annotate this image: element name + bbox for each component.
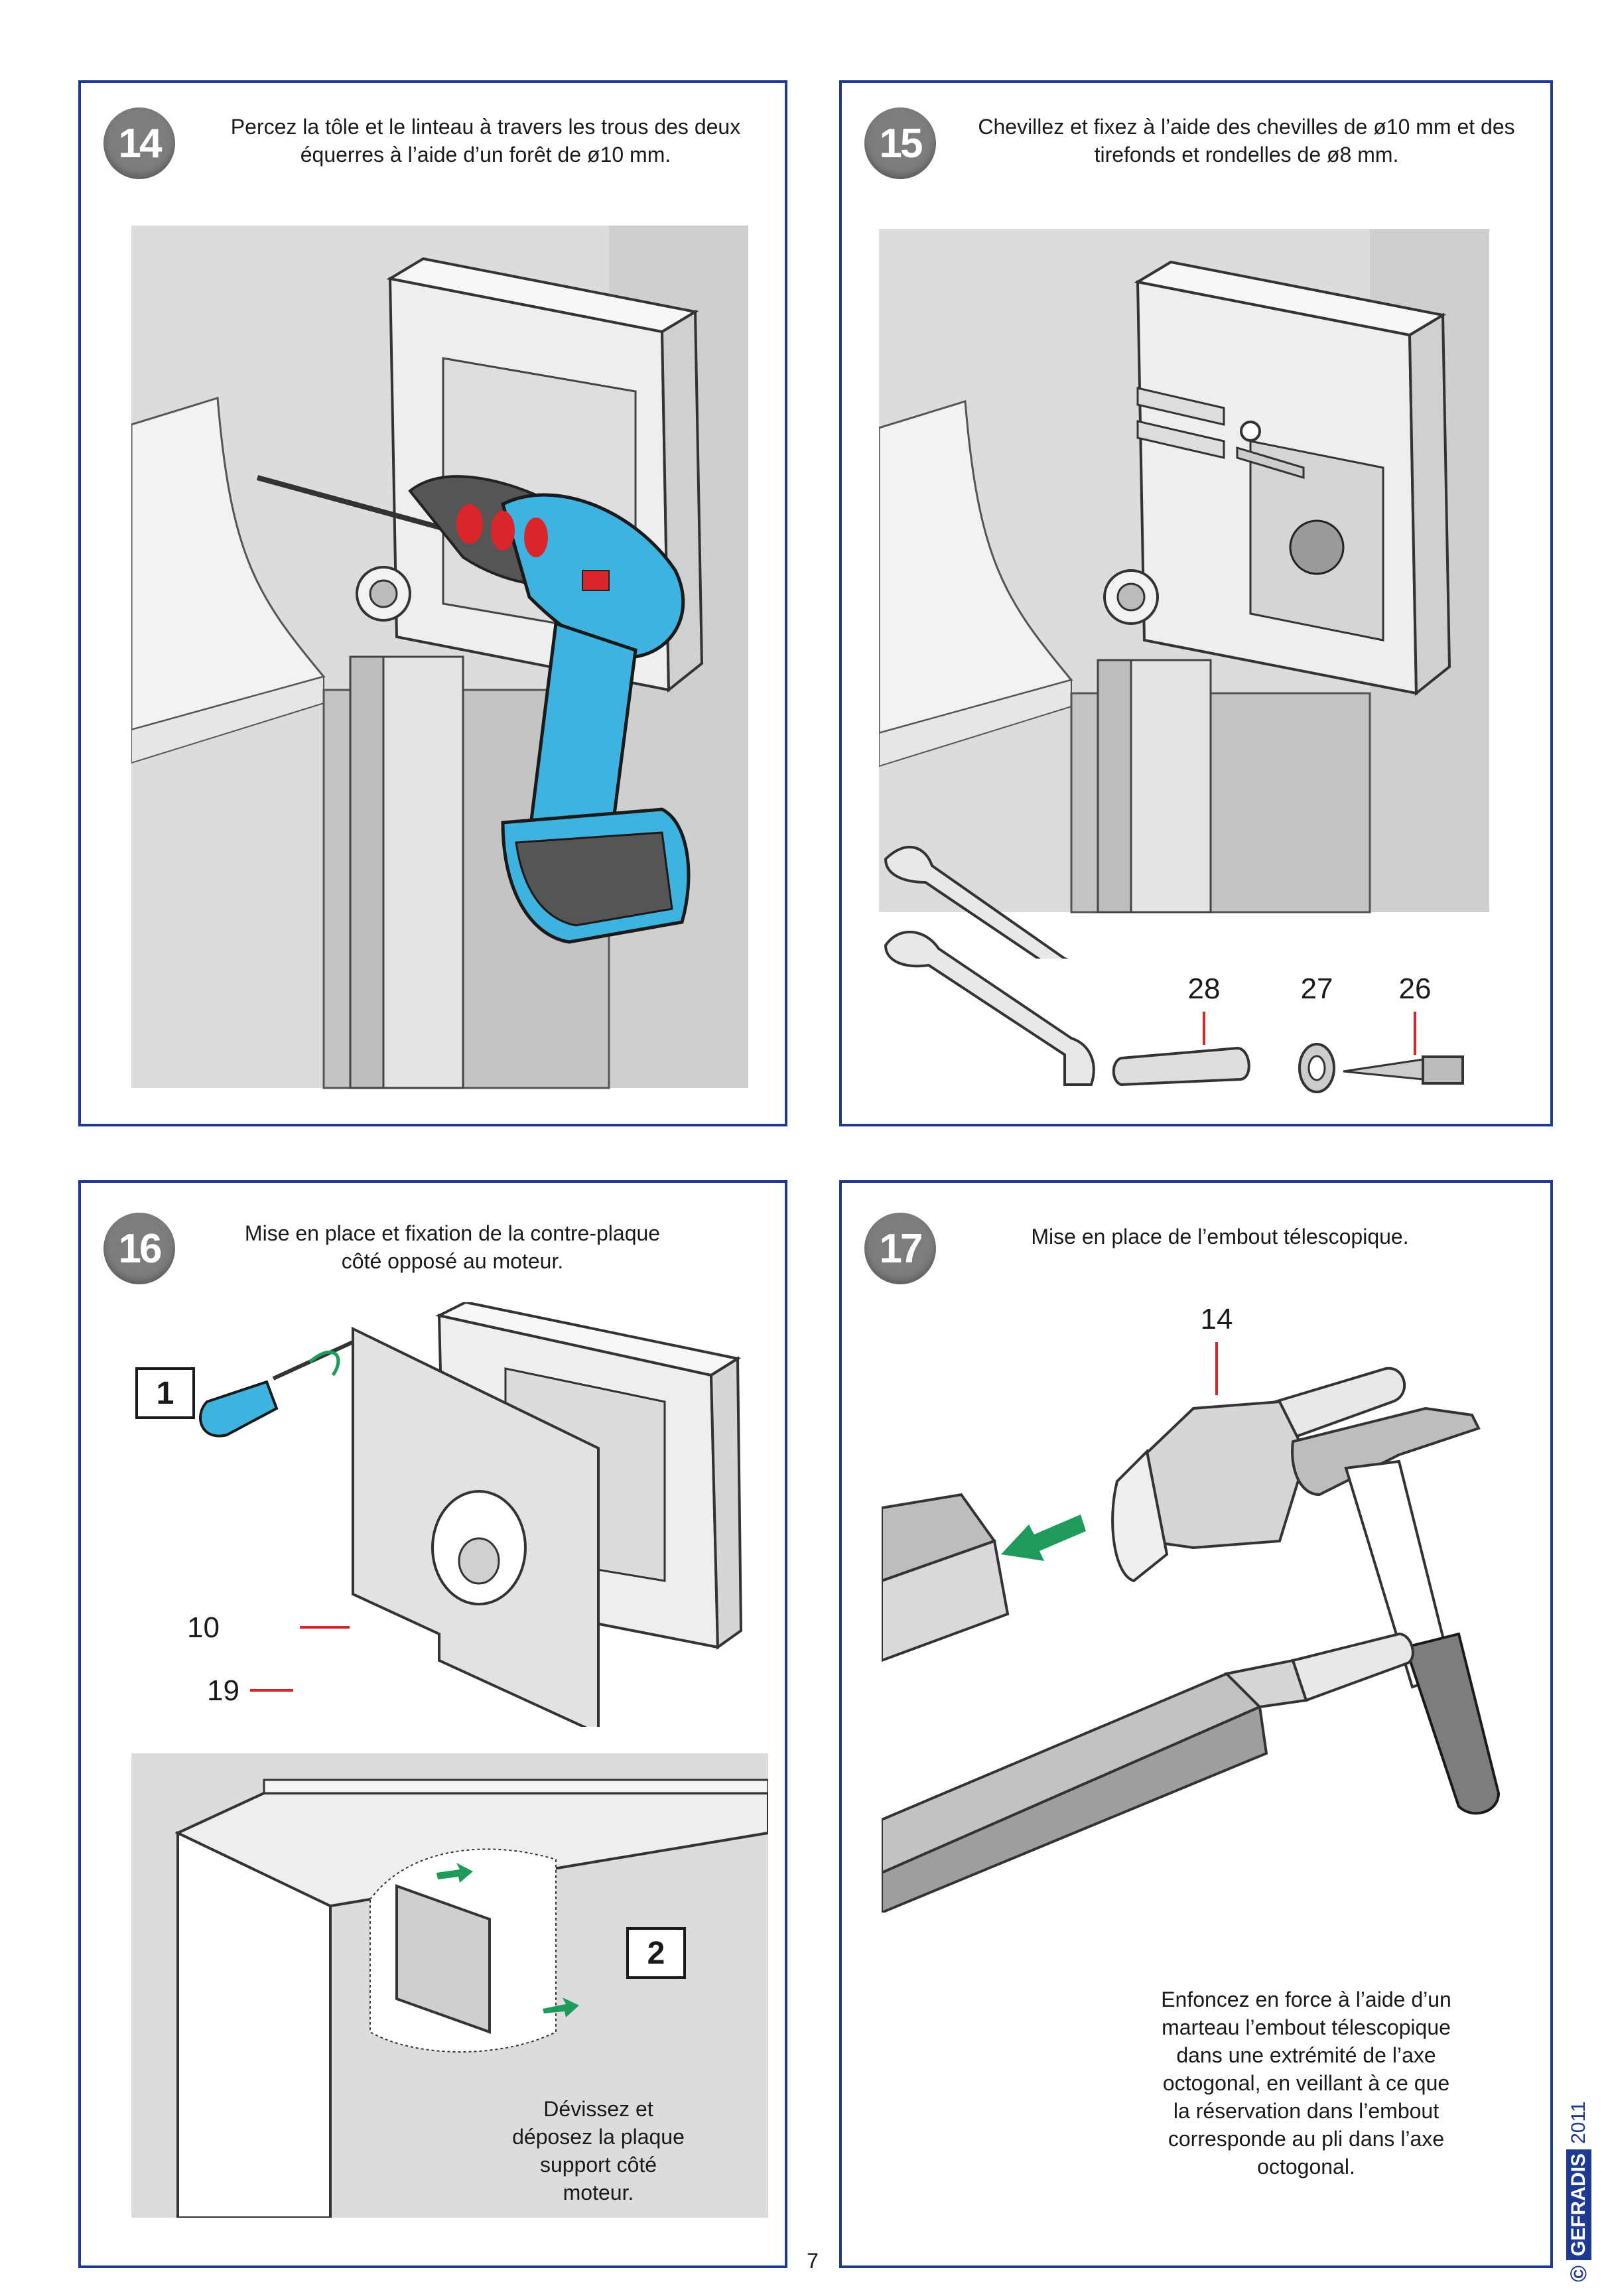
screw-ref-label: 19 (207, 1674, 239, 1707)
step-15-panel: 15 Chevillez et fixez à l’aide des chevi… (839, 80, 1553, 1126)
step-14-panel: 14 Percez la tôle et le linteau à traver… (78, 80, 787, 1126)
step-number-badge: 16 (103, 1213, 175, 1284)
step-caption: Mise en place de l’embout télescopique. (1031, 1225, 1409, 1249)
step-number-badge: 17 (864, 1213, 936, 1284)
counter-plate-illustration: 10 19 (187, 1302, 743, 1727)
support-plate-removal-illustration (131, 1753, 768, 2218)
step-caption: Percez la tôle et le linteau à travers l… (230, 115, 741, 167)
substep-2-label: 2 (626, 1927, 686, 1979)
dowel-icon (1112, 1012, 1250, 1087)
endcap-ref-label: 14 (1201, 1303, 1233, 1335)
step-caption: Mise en place et fixation de la contre-p… (244, 1221, 661, 1273)
support-plate (395, 1884, 491, 2034)
wrench-icon (884, 846, 1069, 959)
step-number-badge: 14 (103, 107, 175, 179)
wrench-icon (884, 930, 1095, 1086)
brand-mark: © GEFRADIS 2011 (1562, 1513, 1602, 2282)
telescopic-endcap-illustration: 14 (882, 1303, 1501, 1913)
washer-icon (1298, 1043, 1335, 1093)
step-17-note: Enfoncez en force à l’aide d’un marteau … (1161, 1988, 1451, 2179)
drilling-illustration (131, 226, 748, 1089)
drill-icon (408, 475, 691, 944)
brand-name: GEFRADIS (1566, 2149, 1591, 2260)
hammer-icon (1291, 1406, 1501, 1815)
substep-1-label: 1 (135, 1367, 195, 1419)
step-16-panel: 16 Mise en place et fixation de la contr… (78, 1180, 787, 2268)
copyright-mark: © (1566, 2265, 1591, 2282)
plate-ref-label: 10 (187, 1611, 220, 1644)
lag-screw-icon (1343, 1012, 1464, 1085)
page-number: 7 (807, 2249, 819, 2273)
dowel-ref-label: 28 (1188, 973, 1221, 1005)
substep-2-note: Dévissez et déposez la plaque support cô… (512, 2097, 685, 2204)
screwdriver-icon (199, 1340, 354, 1438)
brand-year: 2011 (1568, 2101, 1589, 2144)
step-17-panel: 17 Mise en place de l’embout télescopiqu… (839, 1180, 1553, 2268)
bracket-fixing-illustration (879, 229, 1489, 959)
step-number-badge: 15 (864, 107, 936, 179)
screw-ref-label: 26 (1399, 973, 1432, 1005)
step-caption: Chevillez et fixez à l’aide des cheville… (978, 115, 1515, 167)
washer-ref-label: 27 (1301, 973, 1333, 1005)
